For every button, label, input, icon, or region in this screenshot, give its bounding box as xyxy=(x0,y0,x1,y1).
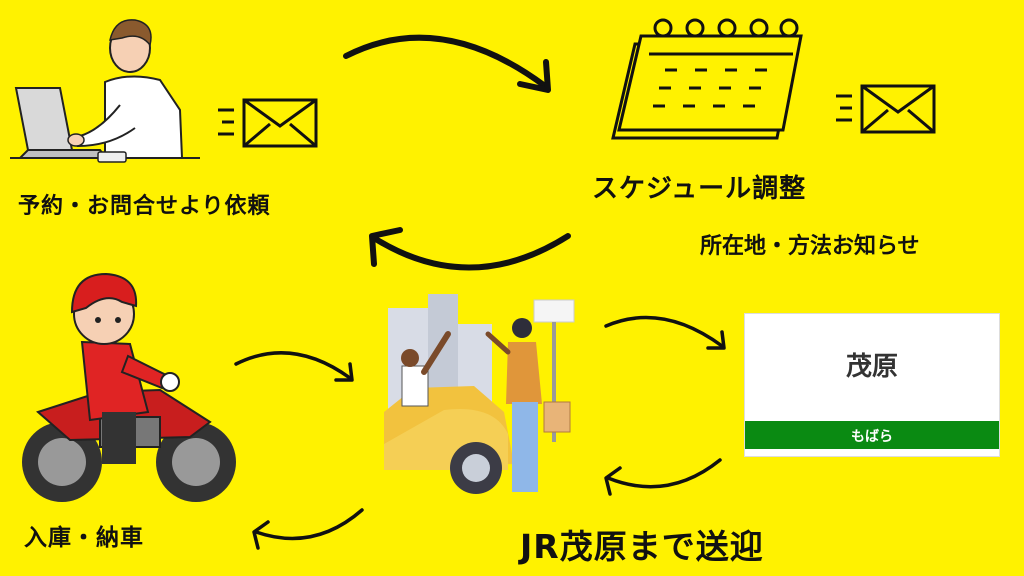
step-schedule-label: スケジュール調整 xyxy=(592,174,807,204)
arrow-icon xyxy=(252,508,364,550)
station-name-kana: もばら xyxy=(851,429,893,445)
step-delivery-label: 入庫・納車 xyxy=(24,525,144,551)
station-sign: 茂原 もばら xyxy=(744,313,1000,457)
envelope-icon xyxy=(836,84,936,134)
arrow-icon xyxy=(343,34,551,93)
calendar-icon xyxy=(611,18,803,140)
arrow-icon xyxy=(234,351,354,382)
envelope-icon xyxy=(218,98,318,148)
arrow-icon xyxy=(369,227,571,271)
station-name: 茂原 xyxy=(845,352,898,382)
person-laptop-illustration xyxy=(10,19,200,163)
arrow-icon xyxy=(604,458,722,496)
step-request-label: 予約・お問合せより依頼 xyxy=(18,194,271,219)
step-notice-label: 所在地・方法お知らせ xyxy=(700,234,920,259)
taxi-scene-illustration xyxy=(384,294,575,494)
step-transfer-label: JR茂原まで送迎 xyxy=(520,527,764,566)
station-sign-bar: もばら xyxy=(745,421,999,449)
motorcycle-rider-illustration xyxy=(22,272,236,502)
arrow-icon xyxy=(604,315,726,350)
